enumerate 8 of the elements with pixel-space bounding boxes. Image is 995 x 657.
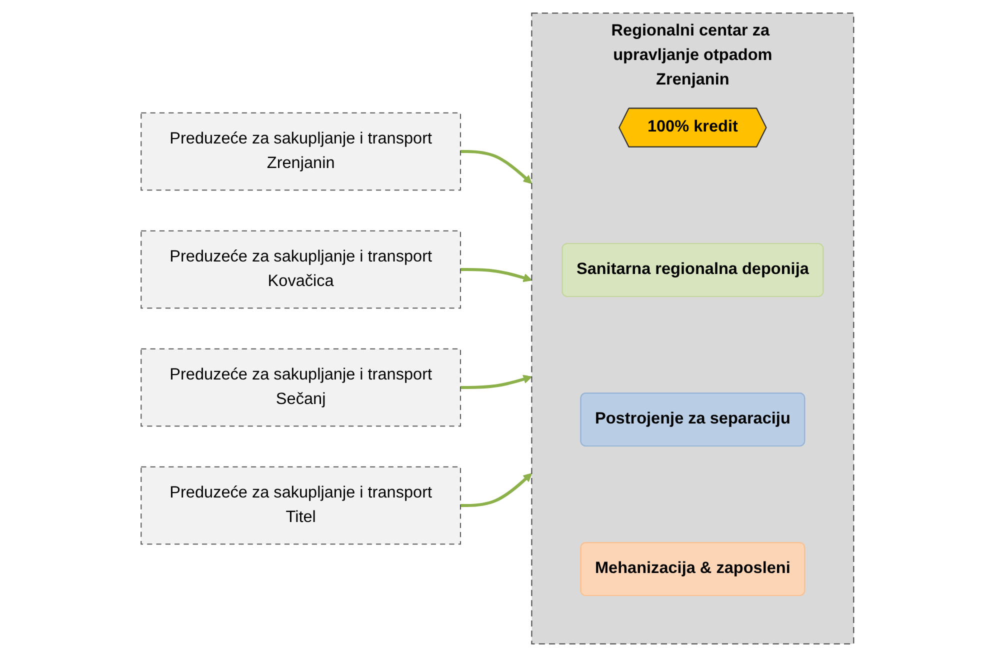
node-box: Preduzeće za sakupljanje i transport Zrenjanin bbox=[140, 112, 462, 191]
arrow bbox=[460, 473, 532, 508]
node-box: Preduzeće za sakupljanje i transport Sečanj bbox=[140, 348, 462, 427]
arrow bbox=[460, 374, 532, 390]
arrow bbox=[460, 150, 532, 184]
arrow bbox=[460, 268, 532, 282]
node-box: Preduzeće za sakupljanje i transport Kovačica bbox=[140, 230, 462, 309]
node-box: Preduzeće za sakupljanje i transport Titel bbox=[140, 466, 462, 545]
